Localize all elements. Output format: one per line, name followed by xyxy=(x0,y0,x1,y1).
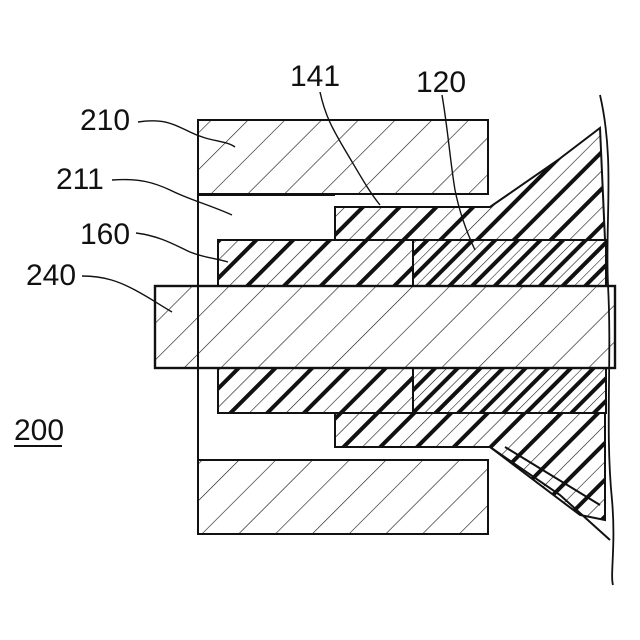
core-240 xyxy=(155,286,615,368)
layer-160-lower-left xyxy=(218,368,413,413)
label-160: 160 xyxy=(80,218,130,251)
label-210: 210 xyxy=(80,104,130,137)
label-211: 211 xyxy=(56,163,104,196)
layer-160-upper-left xyxy=(218,240,413,286)
block-210-bottom xyxy=(198,460,488,534)
block-210-top xyxy=(198,120,488,194)
layer-120-upper-right xyxy=(413,240,606,286)
label-240: 240 xyxy=(26,259,76,292)
layer-120-lower-right xyxy=(413,368,606,413)
label-120: 120 xyxy=(416,66,466,99)
leader-160 xyxy=(136,233,228,262)
label-141: 141 xyxy=(290,60,340,93)
figure-reference-200: 200 xyxy=(14,414,64,447)
